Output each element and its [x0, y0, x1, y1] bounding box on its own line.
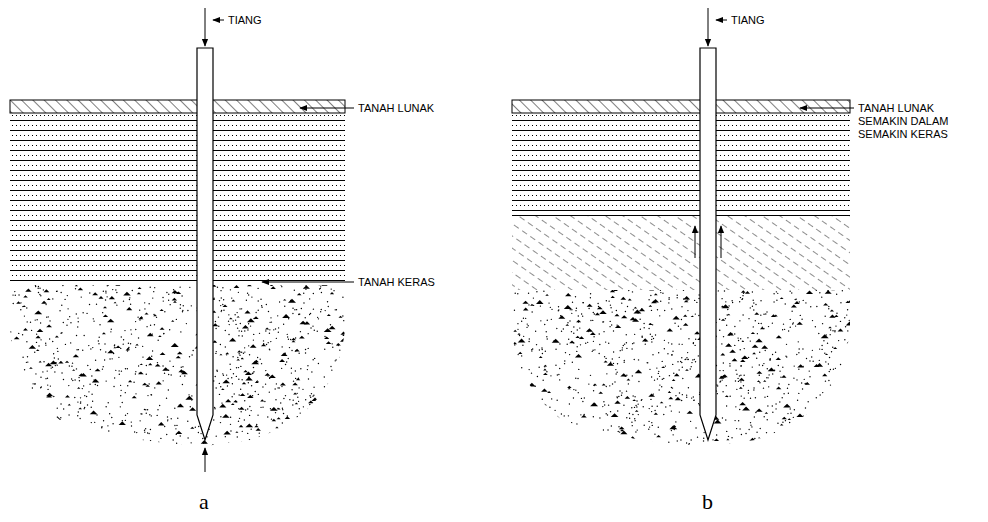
end-bearing-arrow	[205, 448, 206, 472]
leader-lines	[213, 20, 854, 282]
panel-a	[9, 100, 349, 447]
pile-label: TIANG	[731, 14, 765, 27]
pile	[197, 48, 213, 440]
layer-label: TANAH LUNAK SEMAKIN DALAM SEMAKIN KERAS	[858, 102, 962, 141]
friction-arrow	[721, 226, 722, 258]
panel-b	[511, 100, 854, 448]
panel-caption: a	[199, 490, 209, 514]
pile	[700, 48, 716, 440]
layer-label: TANAH LUNAK	[358, 102, 434, 115]
panel-caption: b	[702, 490, 713, 514]
friction-arrow	[695, 226, 696, 258]
load-arrow	[205, 8, 206, 46]
pile-label: TIANG	[228, 14, 262, 27]
load-arrow	[708, 8, 709, 46]
layer-label: TANAH KERAS	[358, 276, 435, 289]
